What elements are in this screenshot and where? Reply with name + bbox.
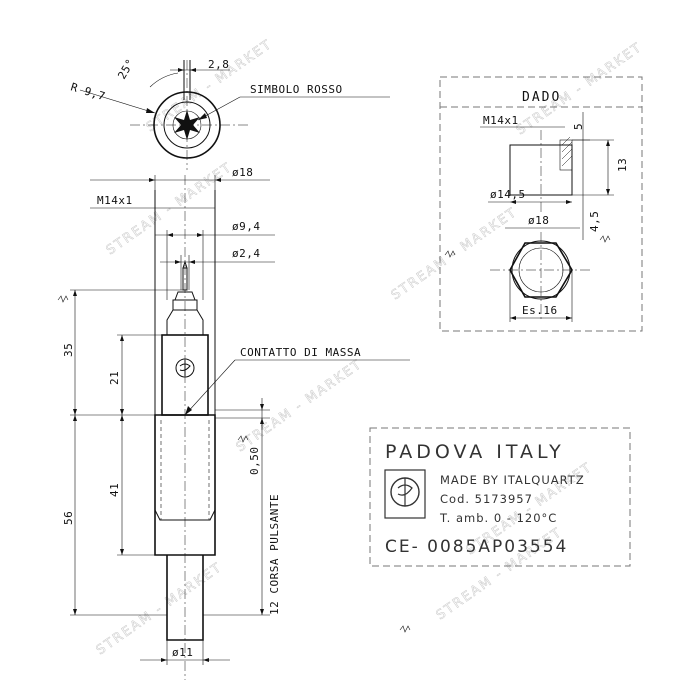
arrow-icon — [120, 335, 124, 341]
nut-hatch — [561, 136, 573, 167]
slot-width-label: 2,8 — [208, 58, 229, 71]
watermark-text: STREAM - MARKET — [104, 160, 236, 259]
arrow-icon — [120, 409, 124, 415]
ground-leader — [184, 359, 236, 416]
dim-d11-label: ø11 — [172, 646, 193, 659]
dim-21-label: 21 — [108, 371, 121, 385]
nut-m14-label: M14x1 — [483, 114, 519, 127]
italquartz-logo — [384, 469, 426, 519]
dim-56-label: 56 — [62, 511, 75, 525]
dim-35-label: 35 — [62, 343, 75, 357]
arrow-icon — [190, 68, 196, 72]
arrow-icon — [146, 108, 155, 113]
arrow-icon — [73, 609, 77, 615]
lower-housing — [154, 414, 216, 556]
top-view-outer-circle — [153, 91, 221, 159]
dim-d18-label: ø18 — [232, 166, 253, 179]
side-view: ø18 M14x1 ø9,4 ø2,4 CONTATTO — [62, 166, 410, 680]
body-logo-mark — [179, 360, 191, 376]
nut-detail-frame — [439, 76, 643, 332]
dim-m14-label: M14x1 — [97, 194, 133, 207]
nut-es16-label: Es.16 — [522, 304, 558, 317]
arrow-icon — [260, 609, 264, 615]
radius-leader — [79, 89, 156, 114]
ground-contact-label: CONTATTO DI MASSA — [240, 346, 361, 359]
nameplate: PADOVA ITALY MADE BY ITALQUARTZ Cod. 517… — [369, 427, 631, 567]
nut-d145-label: ø14,5 — [490, 188, 526, 201]
dim-stroke-label: 12 CORSA PULSANTE — [268, 494, 281, 615]
nameplate-line1: PADOVA ITALY — [385, 441, 565, 463]
arrow-icon — [185, 406, 192, 415]
dim-d24-label: ø2,4 — [232, 247, 261, 260]
red-symbol-star-icon — [174, 110, 200, 140]
nameplate-frame — [369, 427, 631, 567]
arrow-icon — [178, 68, 184, 72]
body-logo-circle — [175, 358, 195, 378]
push-button — [166, 555, 204, 641]
arrow-icon — [149, 178, 155, 182]
arrow-icon — [566, 316, 572, 320]
nut-dim45-label: 4,5 — [588, 211, 601, 232]
arrow-icon — [606, 189, 610, 195]
dim-41-label: 41 — [108, 483, 121, 497]
angle-label: 25° — [115, 56, 137, 81]
arrow-icon — [73, 290, 77, 296]
arrow-icon — [260, 404, 264, 410]
nut-side-flange — [559, 139, 573, 171]
watermark-layer: STREAM - MARKET STREAM - MARKET STREAM -… — [93, 37, 645, 659]
arrow-icon — [73, 409, 77, 415]
nameplate-line3: Cod. 5173957 — [440, 492, 533, 506]
top-view-inner-circle — [163, 101, 211, 149]
arrow-icon — [120, 415, 124, 421]
dim-d94-label: ø9,4 — [232, 220, 261, 233]
arrow-icon — [510, 316, 516, 320]
watermark-text: STREAM - MARKET — [94, 560, 226, 659]
arrow-icon — [120, 549, 124, 555]
squiggle-marks — [57, 235, 611, 633]
arrow-icon — [189, 260, 195, 264]
nut-dim5-label: 5 — [572, 123, 585, 130]
symbol-label: SIMBOLO ROSSO — [250, 83, 343, 96]
hex-nut-inner-circle — [511, 240, 571, 300]
radius-label: R 9,7 — [69, 80, 107, 103]
nameplate-line2: MADE BY ITALQUARTZ — [440, 473, 585, 487]
arrow-icon — [203, 658, 209, 662]
nut-d18-label: ø18 — [528, 214, 549, 227]
arrow-icon — [510, 200, 516, 204]
arrow-icon — [161, 658, 167, 662]
arrow-icon — [198, 113, 207, 120]
arrow-icon — [167, 233, 173, 237]
electrode-tip — [182, 260, 188, 269]
dim-050-label: 0,50 — [248, 447, 261, 476]
arrow-icon — [215, 178, 221, 182]
nameplate-line4: T. amb. 0 - 120°C — [439, 511, 557, 525]
arrow-icon — [175, 260, 181, 264]
nameplate-line5: CE- 0085AP03554 — [385, 537, 568, 557]
hex-nut-thread-circle — [518, 247, 564, 293]
arrow-icon — [197, 233, 203, 237]
nut-detail-title: DADO — [522, 90, 561, 105]
angle-arc — [149, 72, 179, 88]
arrow-icon — [566, 200, 572, 204]
watermark-text: STREAM - MARKET — [234, 357, 366, 456]
arrow-icon — [73, 415, 77, 421]
nut-dim13-label: 13 — [616, 158, 629, 172]
arrow-icon — [606, 140, 610, 146]
nut-detail: DADO M14x1 5 13 4,5 ø14,5 — [439, 76, 643, 332]
